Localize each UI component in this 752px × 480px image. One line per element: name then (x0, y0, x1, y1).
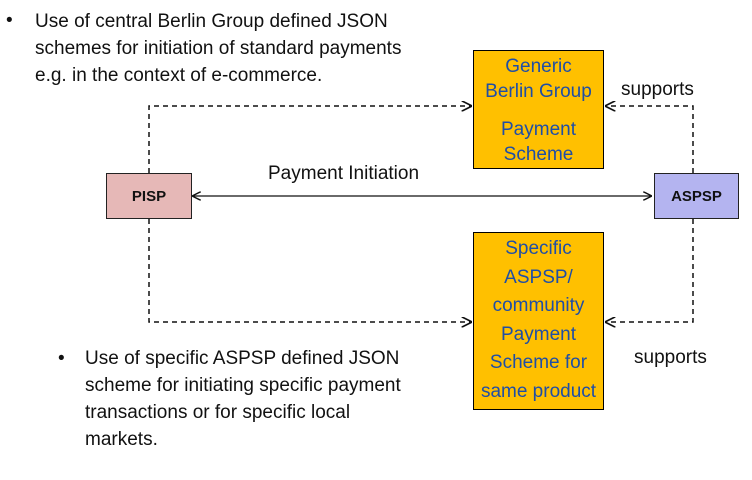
top-bullet-symbol: • (6, 10, 13, 31)
top-bullet-text: Use of central Berlin Group defined JSON… (35, 8, 401, 89)
supports-top-label: supports (621, 79, 694, 100)
specific-box-line: Payment (501, 323, 576, 345)
generic-box-line: Generic (505, 56, 572, 77)
bottom-bullet-line: Use of specific ASPSP defined JSON (85, 348, 400, 369)
specific-payment-scheme-box: Specific ASPSP/ community Payment Scheme… (473, 232, 604, 410)
top-bullet-line: e.g. in the context of e-commerce. (35, 65, 323, 86)
pisp-to-generic-connector (148, 106, 471, 173)
top-bullet-line: Use of central Berlin Group defined JSON (35, 11, 388, 32)
generic-payment-scheme-box: Generic Berlin Group Payment Scheme (473, 50, 604, 169)
aspsp-node: ASPSP (654, 173, 739, 219)
specific-box-line: Scheme for (489, 352, 588, 373)
bottom-bullet-line: transactions or for specific local (85, 402, 351, 423)
payment-initiation-label: Payment Initiation (268, 163, 420, 184)
pisp-node: PISP (106, 173, 192, 219)
bottom-bullet-line: scheme for initiating specific payment (85, 375, 401, 396)
generic-box-line: Payment (501, 119, 576, 140)
bottom-bullet-line: markets. (85, 429, 158, 450)
pisp-to-specific-connector (148, 219, 471, 322)
specific-box-line: ASPSP/ (504, 266, 573, 288)
specific-box-line: Specific (505, 238, 572, 259)
supports-bottom-label: supports (634, 347, 707, 368)
top-bullet-line: schemes for initiation of standard payme… (35, 38, 402, 59)
aspsp-supports-generic-connector (606, 106, 694, 173)
generic-box-line: Berlin Group (485, 81, 592, 102)
generic-box-line: Scheme (503, 144, 574, 165)
specific-box-line: same product (480, 380, 597, 402)
bottom-bullet-symbol: • (58, 348, 65, 369)
bottom-bullet-text: Use of specific ASPSP defined JSON schem… (85, 345, 401, 453)
aspsp-supports-specific-connector (606, 219, 694, 322)
specific-box-line: community (492, 295, 585, 316)
